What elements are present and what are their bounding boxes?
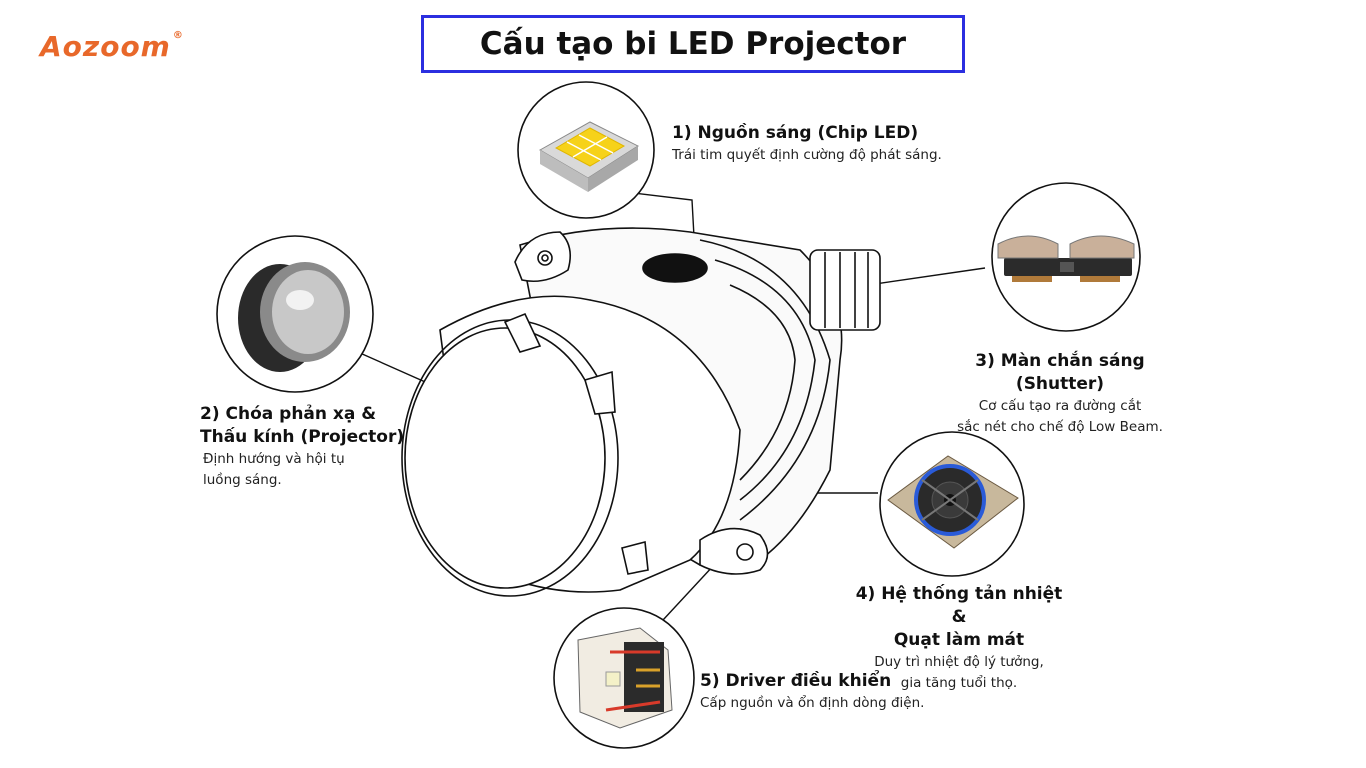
aozoom-logo: Aozoom® [40, 30, 184, 63]
label-cooling: 4) Hệ thống tản nhiệt & Quạt làm mát Duy… [850, 583, 1068, 694]
label-led-chip: 1) Nguồn sáng (Chip LED) Trái tim quyết … [672, 122, 942, 166]
label-shutter: 3) Màn chắn sáng (Shutter) Cơ cấu tạo ra… [930, 350, 1190, 438]
led-opening [642, 253, 708, 283]
rear-connector [809, 249, 881, 331]
label-driver: 5) Driver điều khiển Cấp nguồn và ổn địn… [700, 670, 924, 714]
driver-board-icon [553, 607, 695, 749]
title-box: Cấu tạo bi LED Projector [421, 15, 965, 73]
heatsink-ring-3 [729, 284, 796, 481]
bottom-bracket [699, 527, 769, 575]
leader-line-5 [662, 564, 715, 621]
projector-heading-line-1: 2) Chóa phản xạ & [200, 404, 377, 424]
barrel-marker-1 [503, 312, 542, 353]
led-chip-icon [517, 81, 655, 219]
lens-face [404, 327, 606, 589]
projector-lens-icon [216, 235, 374, 393]
page-title: Cấu tạo bi LED Projector [479, 26, 907, 62]
label-projector: 2) Chóa phản xạ & Thấu kính (Projector) … [200, 403, 404, 491]
projector-heading-line-2: Thấu kính (Projector) [200, 427, 405, 447]
led-chip-heading: 1) Nguồn sáng (Chip LED) [672, 123, 919, 143]
led-chip-desc: Trái tim quyết định cường độ phát sáng. [672, 147, 942, 163]
cooling-fan-icon [879, 431, 1025, 577]
shutter-icon [991, 182, 1141, 332]
barrel-marker-2 [584, 370, 616, 415]
driver-heading: 5) Driver điều khiển [700, 671, 892, 691]
cooling-desc-line-1: Duy trì nhiệt độ lý tưởng, [874, 654, 1044, 670]
shutter-desc-line-1: Cơ cấu tạo ra đường cắt [978, 398, 1142, 414]
heatsink-ring-2 [714, 259, 816, 501]
cooling-desc-line-2: gia tăng tuổi thọ. [900, 675, 1018, 691]
cooling-heading-line-2: Quạt làm mát [893, 630, 1025, 650]
cooling-heading-line-1: 4) Hệ thống tản nhiệt & [855, 584, 1063, 627]
logo-text: Aozoom [40, 30, 171, 63]
projector-desc-line-2: luồng sáng. [203, 472, 282, 488]
shutter-desc-line-2: sắc nét cho chế độ Low Beam. [957, 419, 1163, 435]
projector-desc-line-1: Định hướng và hội tụ [203, 451, 345, 467]
registered-mark: ® [172, 30, 184, 41]
barrel-marker-3 [621, 540, 649, 575]
projector-body [401, 227, 881, 597]
heatsink-ring-1 [699, 239, 831, 521]
mount-hole-2 [541, 254, 549, 262]
driver-desc: Cấp nguồn và ổn định dòng điện. [700, 695, 925, 711]
shutter-heading: 3) Màn chắn sáng (Shutter) [975, 351, 1145, 394]
